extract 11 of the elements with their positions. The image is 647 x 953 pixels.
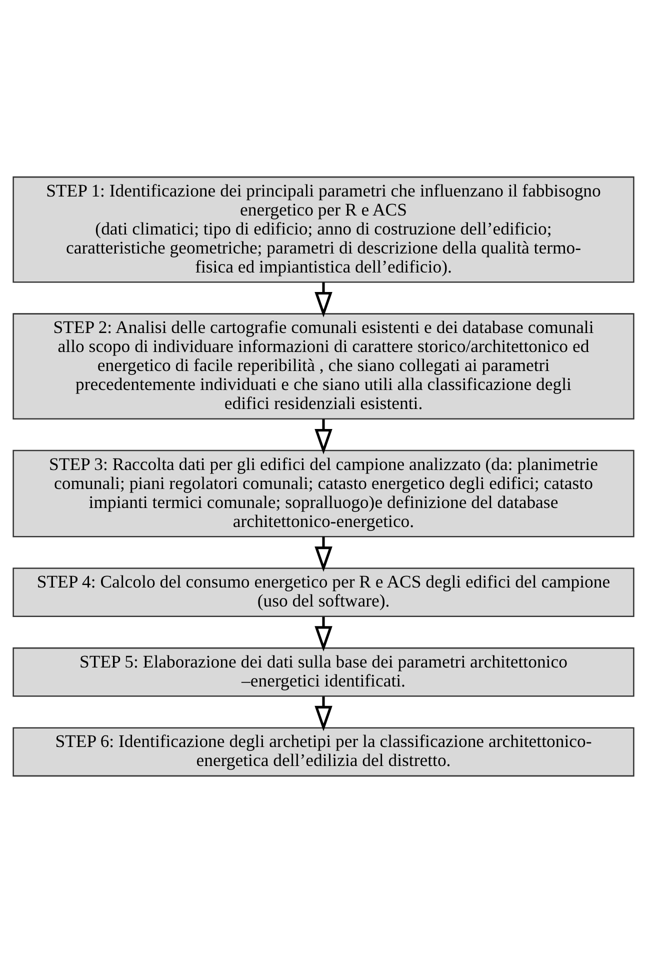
node-box: STEP 4: Calcolo del consumo energetico per R e ACS degli edifici del campione (uso del software).: [12, 568, 634, 618]
node-box: STEP 1: Identificazione dei principali parametri che influenzano il fabbisogno energetico per R e ACS (dati climatici; tipo di edificio; anno di costruzione dell’edificio; caratteristiche geometriche; parametri di descrizione della qualità termo-fisica ed impiantistica dell’edificio).: [12, 176, 634, 283]
node-box: STEP 3: Raccolta dati per gli edifici del campione analizzato (da: planimetrie comunali; piani regolatori comunali; catasto energetico degli edifici; catasto impianti termici comunale; sopralluogo)e definizione del database architettonico-energetico.: [12, 450, 634, 538]
arrow: [314, 696, 332, 732]
arrow: [314, 282, 332, 318]
arrow: [314, 616, 332, 652]
arrow: [314, 536, 332, 572]
node-box: STEP 2: Analisi delle cartografie comunali esistenti e dei database comunali allo scopo di individuare informazioni di carattere storico/architettonico ed energetico di facile reperibilità , che siano collegati ai parametri precedentemente individuati e che siano utili alla classificazione degli edifici residenziali esistenti.: [12, 313, 634, 420]
arrow: [314, 419, 332, 454]
node-box: STEP 5: Elaborazione dei dati sulla base dei parametri architettonico –energetici identificati.: [12, 647, 634, 697]
node-box: STEP 6: Identificazione degli archetipi per la classificazione architettonico-energetica dell’edilizia del distretto.: [12, 727, 634, 777]
